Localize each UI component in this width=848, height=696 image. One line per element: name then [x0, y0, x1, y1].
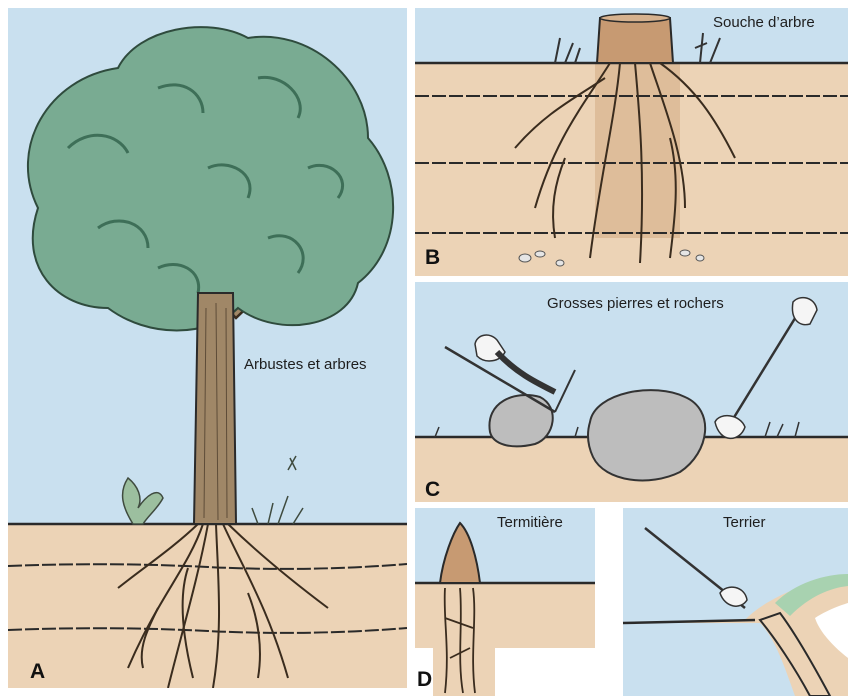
panel-d-caption-termite-mound: Termitière — [497, 514, 563, 531]
panel-c-letter: C — [425, 478, 440, 502]
panel-d-letter: D — [417, 668, 432, 692]
panel-c-illustration — [415, 282, 848, 502]
panel-a-letter: A — [30, 660, 45, 684]
soil — [8, 524, 407, 688]
rock-small — [489, 395, 552, 446]
panel-d-illustration — [415, 508, 848, 696]
panel-c-large-stones-and-rocks: Grosses pierres et rochers C — [415, 282, 848, 502]
panel-b-tree-stump: Souche d’arbre B — [415, 8, 848, 276]
tree-trunk — [194, 293, 236, 524]
panel-b-caption: Souche d’arbre — [713, 14, 815, 31]
stump-top — [600, 14, 670, 22]
panel-b-illustration — [415, 8, 848, 276]
tree-stump — [597, 18, 673, 63]
panel-a-shrubs-and-trees: Arbustes et arbres A — [8, 8, 407, 688]
panel-c-caption: Grosses pierres et rochers — [547, 295, 724, 312]
panel-d-termite-mound-and-burrow: Termitière Terrier D — [415, 508, 848, 696]
rock-large — [588, 390, 705, 480]
panel-a-caption: Arbustes et arbres — [244, 356, 367, 373]
panel-d-caption-burrow: Terrier — [723, 514, 766, 531]
panel-b-letter: B — [425, 246, 440, 270]
soil-column — [433, 583, 495, 696]
panel-a-illustration — [8, 8, 407, 688]
